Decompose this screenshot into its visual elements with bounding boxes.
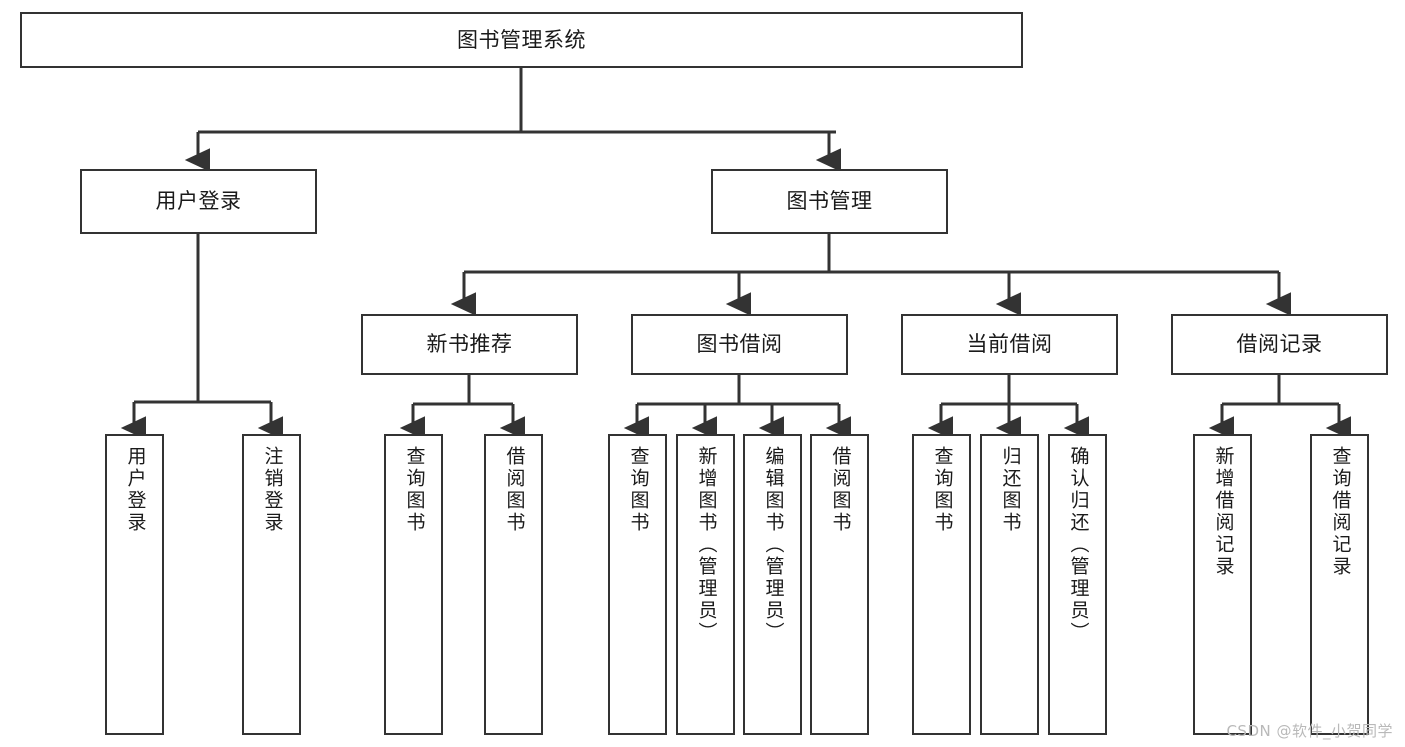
leaf-borrow-query-book[interactable]: 查询图书 <box>608 434 667 735</box>
node-label: 当前借阅 <box>966 332 1053 357</box>
node-user-login[interactable]: 用户登录 <box>80 169 317 234</box>
leaf-user-login-login[interactable]: 用户登录 <box>105 434 164 735</box>
node-label: 注销登录 <box>261 446 284 534</box>
node-label: 借阅图书 <box>829 446 852 534</box>
watermark: CSDN @软件_小贺同学 <box>1226 722 1393 740</box>
leaf-record-query[interactable]: 查询借阅记录 <box>1310 434 1369 735</box>
node-borrow-record[interactable]: 借阅记录 <box>1171 314 1388 375</box>
leaf-borrow-add-book[interactable]: 新增图书（管理员） <box>676 434 735 735</box>
node-label: 查询图书 <box>627 446 650 534</box>
leaf-record-add[interactable]: 新增借阅记录 <box>1193 434 1252 735</box>
node-book-borrow[interactable]: 图书借阅 <box>631 314 848 375</box>
node-label: 查询借阅记录 <box>1329 446 1352 578</box>
leaf-current-return-book[interactable]: 归还图书 <box>980 434 1039 735</box>
node-current-borrow[interactable]: 当前借阅 <box>901 314 1118 375</box>
node-new-book-recommend[interactable]: 新书推荐 <box>361 314 578 375</box>
node-label: 借阅图书 <box>503 446 526 534</box>
leaf-current-confirm-return[interactable]: 确认归还（管理员） <box>1048 434 1107 735</box>
leaf-borrow-edit-book[interactable]: 编辑图书（管理员） <box>743 434 802 735</box>
node-label: 用户登录 <box>155 189 242 214</box>
node-label: 确认归还（管理员） <box>1067 446 1090 644</box>
leaf-new-book-query[interactable]: 查询图书 <box>384 434 443 735</box>
leaf-user-login-logout[interactable]: 注销登录 <box>242 434 301 735</box>
node-label: 图书借阅 <box>696 332 783 357</box>
node-book-management[interactable]: 图书管理 <box>711 169 948 234</box>
leaf-current-query-book[interactable]: 查询图书 <box>912 434 971 735</box>
node-label: 编辑图书（管理员） <box>762 446 785 644</box>
node-label: 查询图书 <box>403 446 426 534</box>
node-label: 借阅记录 <box>1236 332 1323 357</box>
node-label: 新增图书（管理员） <box>695 446 718 644</box>
node-root-system[interactable]: 图书管理系统 <box>20 12 1023 68</box>
node-label: 新增借阅记录 <box>1212 446 1235 578</box>
node-label: 归还图书 <box>999 446 1022 534</box>
leaf-borrow-borrow-book[interactable]: 借阅图书 <box>810 434 869 735</box>
node-label: 查询图书 <box>931 446 954 534</box>
node-label: 图书管理 <box>786 189 873 214</box>
node-label: 图书管理系统 <box>457 27 586 52</box>
leaf-new-book-borrow[interactable]: 借阅图书 <box>484 434 543 735</box>
node-label: 用户登录 <box>124 446 147 534</box>
node-label: 新书推荐 <box>426 332 513 357</box>
